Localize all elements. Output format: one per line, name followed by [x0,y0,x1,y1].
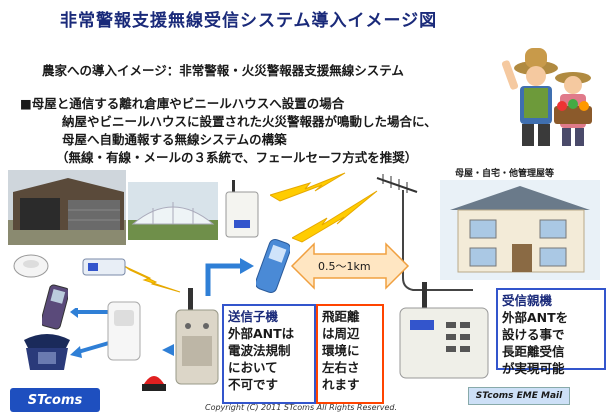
distance-box-line: 飛距離 [322,309,360,324]
bullet-line-2: 納屋やビニールハウスに設置された火災警報器が鳴動した場合に、 [62,114,437,129]
page-title: 非常警報支援無線受信システム導入イメージ図 [60,11,438,31]
distance-box-line: 左右さ [322,360,360,375]
mobile-handset-icon [256,238,290,294]
house-label: 母屋・自宅・他管理屋等 [455,169,555,179]
brand-logo: STcoms [10,388,100,412]
receiver-box-line: 長距離受信 [502,344,565,359]
wireless-transmitter-icon [82,258,126,276]
smoke-detector-icon [13,254,49,278]
motion-sensor-icon [107,301,141,361]
subtitle: 農家への導入イメージ：非常警報・火災警報器支援無線システム [42,63,404,78]
distance-arrow [290,242,410,290]
house-icon [440,180,600,280]
eme-mail-label: STcoms EME Mail [468,387,570,405]
transmitter-device-icon [225,180,259,238]
transmitter-device-icon [175,288,219,385]
transmitter-box-title: 送信子機 [228,309,279,324]
receiver-box-line: 設ける事で [502,327,565,342]
distance-label: 0.5～1km [318,260,371,273]
transmitter-info-box: 送信子機 外部ANTは 電波法規制 において 不可です [222,304,316,404]
desk-phone-icon [24,334,70,370]
arrow-icon [162,344,174,356]
transmitter-box-line: において [228,360,278,375]
receiver-device-icon [399,282,489,379]
receiver-box-line: が実現可能 [502,361,565,376]
bullet-line-3: 母屋へ自動通報する無線システムの構築 [62,132,287,147]
lightning-icon [123,265,181,293]
barn-photo [8,170,126,245]
antenna-icon [376,174,418,193]
receiver-box-line: 外部ANTを [502,310,569,325]
greenhouse-photo [128,182,218,240]
transmitter-box-line: 外部ANTは [228,326,295,341]
distance-box-line: れます [322,377,360,392]
distance-info-box: 飛距離 は周辺 環境に 左右さ れます [316,304,384,404]
farmer-couple-icon [501,48,592,146]
transmitter-box-line: 電波法規制 [228,343,291,358]
cellphone-icon [42,284,68,330]
distance-box-line: 環境に [322,343,360,358]
receiver-box-title: 受信親機 [502,293,553,308]
lightning-icon [292,190,378,243]
copyright-text: Copyright (C) 2011 STcoms All Rights Res… [205,403,398,412]
distance-box-line: は周辺 [322,326,360,341]
transmitter-box-line: 不可です [228,377,279,392]
bullet-line-1: ■母屋と通信する離れ倉庫やビニールハウスへ設置の場合 [20,96,345,111]
lightning-icon [270,172,346,202]
antenna-cable [402,190,473,291]
bullet-line-4: （無線・有線・メールの３系統で、フェールセーフ方式を推奨） [56,150,418,165]
red-beacon-icon [142,376,166,391]
receiver-info-box: 受信親機 外部ANTを 設ける事で 長距離受信 が実現可能 [496,288,606,376]
arrow-icon [205,258,254,296]
